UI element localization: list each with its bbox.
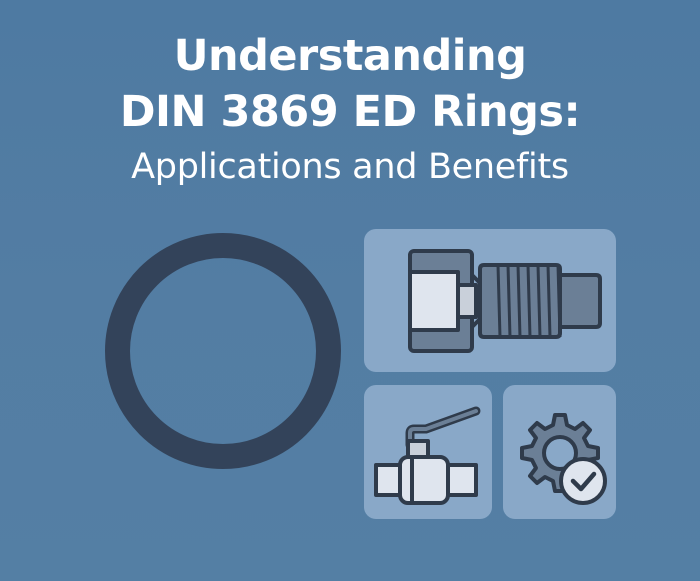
title-line-3: Applications and Benefits — [131, 147, 569, 187]
title-line-2: DIN 3869 ED Rings: — [119, 87, 581, 137]
title-line-1: Understanding — [173, 31, 527, 81]
fitting-card — [364, 229, 616, 372]
o-ring-icon — [105, 233, 341, 469]
gear-card — [503, 385, 616, 519]
threaded-fitting-icon — [408, 249, 602, 353]
valve-card — [364, 385, 492, 519]
gear-check-icon — [520, 413, 607, 505]
page-title: Understanding DIN 3869 ED Rings: Applica… — [0, 28, 700, 192]
ball-valve-icon — [374, 406, 481, 505]
